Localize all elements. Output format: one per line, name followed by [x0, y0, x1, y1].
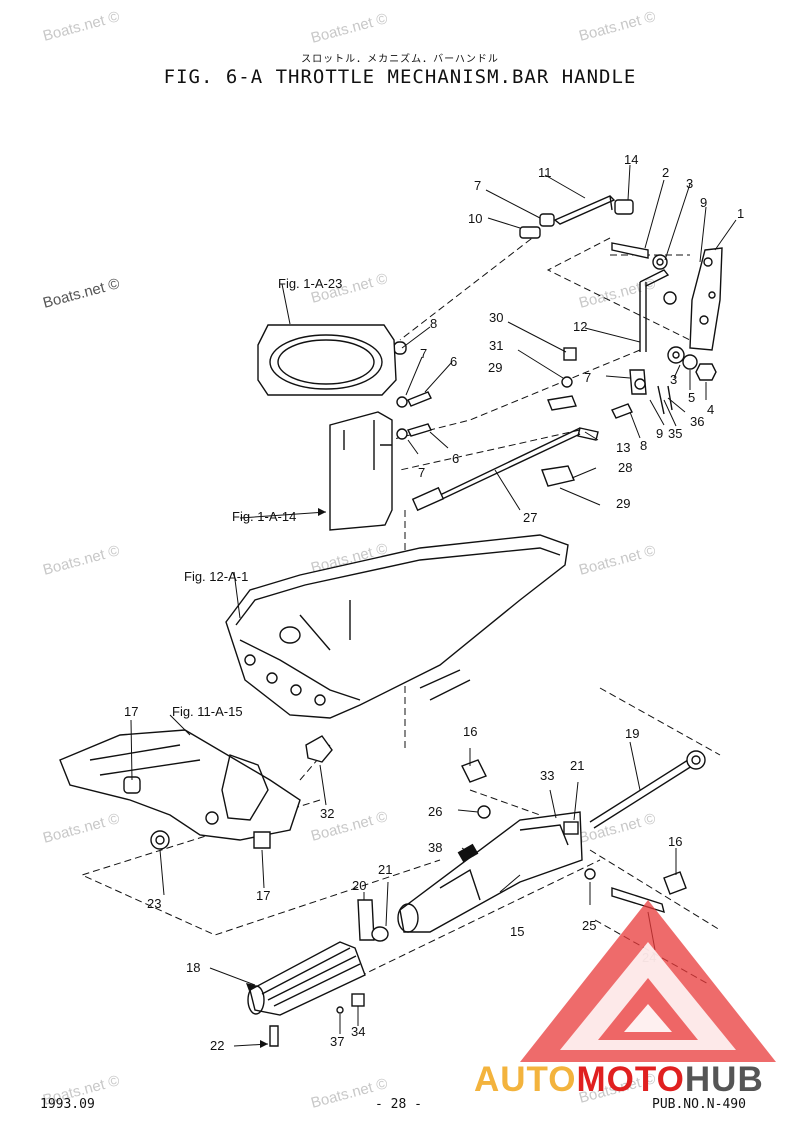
callout-9: 9	[656, 426, 663, 441]
footer-page-number: - 28 -	[375, 1097, 422, 1112]
grip-fasteners	[269, 993, 365, 1047]
callout-3: 3	[670, 372, 677, 387]
leader-lines	[130, 164, 737, 1047]
automotohub-wordmark: AUTOMOTOHUB	[474, 1060, 764, 1099]
callout-7: 7	[418, 465, 425, 480]
lower-fasteners	[150, 830, 271, 850]
callout-18: 18	[186, 960, 200, 975]
throttle-rod-part-11	[553, 195, 616, 225]
callout-6: 6	[450, 354, 457, 369]
callout-32: 32	[320, 806, 334, 821]
swivel-bracket-fig-11-a-15	[59, 729, 301, 841]
callout-29: 29	[616, 496, 630, 511]
ref-fig-1-a-14: Fig. 1-A-14	[232, 509, 296, 524]
callout-2: 2	[662, 165, 669, 180]
grommet-part-32	[305, 735, 333, 763]
callout-29: 29	[488, 360, 502, 375]
arrowheads	[246, 508, 326, 1048]
callout-3: 3	[686, 176, 693, 191]
callout-15: 15	[510, 924, 524, 939]
link-rod-part-12	[639, 269, 670, 352]
callout-23: 23	[147, 896, 161, 911]
callout-16: 16	[463, 724, 477, 739]
callout-21: 21	[570, 758, 584, 773]
callout-labels: 1 2 3 3 4 5 6 6 7 7 7 7 8 8 9 9 10 11 12…	[124, 152, 744, 1053]
mounting-ring-fig-1-a-23	[257, 324, 397, 396]
callout-10: 10	[468, 211, 482, 226]
callout-27: 27	[523, 510, 537, 525]
callout-36: 36	[690, 414, 704, 429]
callout-14: 14	[624, 152, 638, 167]
page-title: FIG. 6-A THROTTLE MECHANISM.BAR HANDLE	[163, 66, 637, 88]
callout-25: 25	[582, 918, 596, 933]
callout-28: 28	[618, 460, 632, 475]
throttle-cable-part-27	[411, 427, 581, 512]
callout-34: 34	[351, 1024, 365, 1039]
throttle-grip-part-18	[247, 941, 366, 1016]
callout-37: 37	[330, 1034, 344, 1049]
callout-7: 7	[474, 178, 481, 193]
ref-fig-1-a-23: Fig. 1-A-23	[278, 276, 342, 291]
callout-7: 7	[420, 346, 427, 361]
callout-8: 8	[430, 316, 437, 331]
callout-9: 9	[700, 195, 707, 210]
callout-20: 20	[352, 878, 366, 893]
ref-fig-12-a-1: Fig. 12-A-1	[184, 569, 248, 584]
callout-21: 21	[378, 862, 392, 877]
callout-1: 1	[737, 206, 744, 221]
automotohub-logo-mark	[520, 900, 776, 1062]
callout-19: 19	[625, 726, 639, 741]
bolt-parts-16	[461, 759, 687, 895]
callout-11: 11	[538, 165, 552, 180]
callout-17: 17	[124, 704, 138, 719]
throttle-shaft-part-19	[589, 750, 706, 829]
callout-4: 4	[707, 402, 714, 417]
title-japanese: スロットル．メカニズム．バーハンドル	[301, 54, 499, 65]
callout-8: 8	[640, 438, 647, 453]
callout-12: 12	[573, 319, 587, 334]
callout-26: 26	[428, 804, 442, 819]
callout-35: 35	[668, 426, 682, 441]
callout-33: 33	[540, 768, 554, 783]
callout-6: 6	[452, 451, 459, 466]
callout-31: 31	[489, 338, 503, 353]
footer-date: 1993.09	[40, 1097, 95, 1112]
callout-30: 30	[489, 310, 503, 325]
callout-7: 7	[584, 370, 591, 385]
callout-22: 22	[210, 1038, 224, 1053]
figure-references: Fig. 1-A-23 Fig. 1-A-14 Fig. 12-A-1 Fig.…	[172, 276, 342, 719]
callout-16: 16	[668, 834, 682, 849]
side-plate-fig-1-a-14	[329, 411, 393, 531]
handle-housing-part-15	[397, 811, 583, 933]
callout-13: 13	[616, 440, 630, 455]
fastener-parts	[393, 199, 717, 487]
collar-parts-20-21	[357, 899, 389, 942]
lower-cowling-fig-12-a-1	[225, 534, 569, 719]
ref-fig-11-a-15: Fig. 11-A-15	[172, 704, 243, 719]
callout-5: 5	[688, 390, 695, 405]
callout-17: 17	[256, 888, 270, 903]
footer-publication-number: PUB.NO.N-490	[652, 1097, 746, 1112]
bracket-part-1	[689, 247, 723, 351]
callout-38: 38	[428, 840, 442, 855]
